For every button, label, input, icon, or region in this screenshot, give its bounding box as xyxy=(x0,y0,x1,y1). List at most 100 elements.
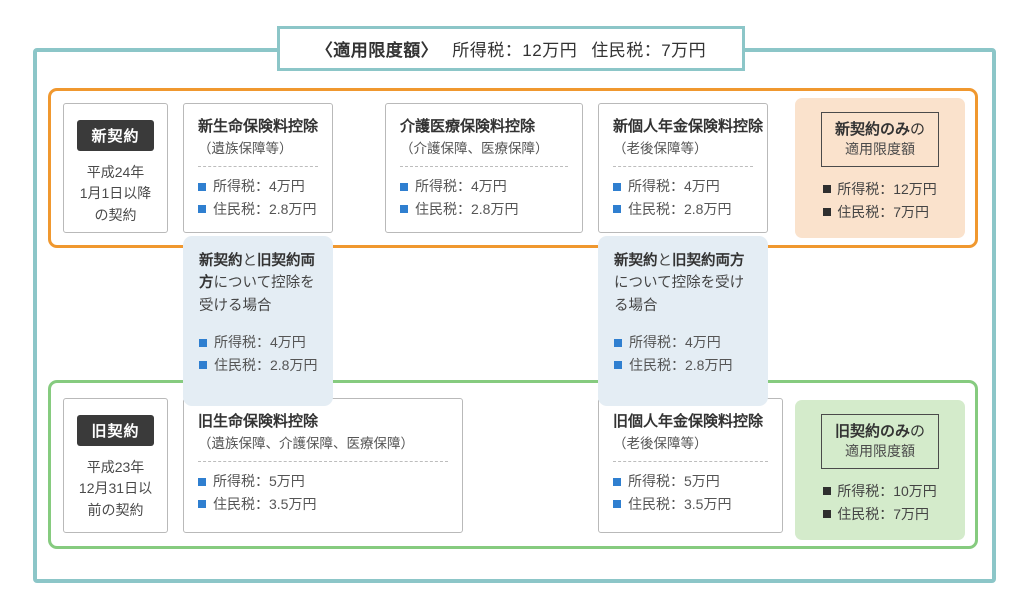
header-label: 〈適用限度額〉 xyxy=(315,41,439,60)
resident-tax-value: 住民税：2.8万円 xyxy=(415,200,519,217)
list-item: 所得税：5万円 xyxy=(613,470,768,493)
header-resident-tax: 住民税：7万円 xyxy=(591,41,707,60)
old-era-line-3: 前の契約 xyxy=(87,501,144,518)
card-new-life-insurance-deduction: 新生命保険料控除 （遺族保障等） 所得税：4万円 住民税：2.8万円 xyxy=(183,103,333,233)
bullet-square-icon xyxy=(198,205,206,214)
card-divider xyxy=(198,461,448,463)
card-divider xyxy=(613,461,768,463)
limit-heading-tail: の xyxy=(910,121,926,138)
header-income-tax: 所得税：12万円 xyxy=(452,41,578,60)
list-item: 所得税：5万円 xyxy=(198,470,448,493)
list-item: 所得税：4万円 xyxy=(613,175,753,198)
bullet-square-icon xyxy=(613,182,621,191)
card-old-personal-pension-deduction: 旧個人年金保険料控除 （老後保障等） 所得税：5万円 住民税：3.5万円 xyxy=(598,398,783,533)
old-era-line-2: 12月31日以 xyxy=(78,480,153,497)
card-divider xyxy=(198,166,318,168)
limit-heading-strong: 旧契約のみ xyxy=(834,423,910,440)
bullet-square-icon xyxy=(400,205,408,214)
new-era-line-1: 平成24年 xyxy=(86,164,145,180)
resident-tax-value: 住民税：2.8万円 xyxy=(629,357,733,374)
limit-heading-tail: の xyxy=(910,423,926,440)
limit-heading-line2: 適用限度額 xyxy=(845,442,915,459)
both-conjunction: と xyxy=(242,253,258,269)
resident-tax-value: 住民税：7万円 xyxy=(837,203,929,220)
bullet-square-icon xyxy=(613,205,621,214)
list-item: 所得税：4万円 xyxy=(400,175,568,198)
card-divider xyxy=(400,166,568,168)
bullet-square-icon xyxy=(614,361,622,370)
resident-tax-value: 住民税：2.8万円 xyxy=(628,200,732,217)
bullet-square-icon xyxy=(613,500,621,509)
bullet-square-icon xyxy=(199,361,207,370)
bullet-square-icon xyxy=(198,477,206,486)
card-title: 旧個人年金保険料控除 xyxy=(613,413,764,430)
card-title: 新個人年金保険料控除 xyxy=(613,118,764,135)
limit-heading-line2: 適用限度額 xyxy=(845,140,915,157)
bullet-square-icon xyxy=(823,208,832,217)
bullet-square-icon xyxy=(614,338,622,347)
both-tail-text: について控除を受ける場合 xyxy=(614,275,745,314)
card-new-personal-pension-deduction: 新個人年金保険料控除 （老後保障等） 所得税：4万円 住民税：2.8万円 xyxy=(598,103,768,233)
card-subtitle: （老後保障等） xyxy=(613,435,708,451)
list-item: 所得税：4万円 xyxy=(198,175,318,198)
both-old-label: 旧契約両方 xyxy=(672,253,745,269)
list-item: 住民税：2.8万円 xyxy=(400,198,568,221)
old-contract-era-card: 旧契約 平成23年 12月31日以 前の契約 xyxy=(63,398,168,533)
bullet-square-icon xyxy=(823,487,832,496)
limit-heading: 旧契約のみの 適用限度額 xyxy=(820,414,940,469)
income-tax-value: 所得税：4万円 xyxy=(629,334,721,351)
card-subtitle: （介護保障、医療保障） xyxy=(400,140,549,156)
list-item: 住民税：2.8万円 xyxy=(614,354,752,377)
bullet-square-icon xyxy=(613,477,621,486)
both-old-label: 旧契約両方 xyxy=(199,253,315,292)
list-item: 住民税：3.5万円 xyxy=(613,493,768,516)
resident-tax-value: 住民税：3.5万円 xyxy=(213,495,317,512)
new-era-line-3: の契約 xyxy=(94,206,137,223)
income-tax-value: 所得税：5万円 xyxy=(213,473,305,490)
limit-heading-strong: 新契約のみ xyxy=(834,121,910,138)
resident-tax-value: 住民税：2.8万円 xyxy=(213,200,317,217)
new-contract-era-card: 新契約 平成24年 1月1日以降 の契約 xyxy=(63,103,168,233)
card-nursing-medical-insurance-deduction: 介護医療保険料控除 （介護保障、医療保障） 所得税：4万円 住民税：2.8万円 xyxy=(385,103,583,233)
income-tax-value: 所得税：12万円 xyxy=(837,180,937,197)
bullet-square-icon xyxy=(198,182,206,191)
old-contract-only-limit-box: 旧契約のみの 適用限度額 所得税：10万円 住民税：7万円 xyxy=(795,400,965,540)
income-tax-value: 所得税：4万円 xyxy=(628,178,720,195)
old-contract-group-frame xyxy=(48,380,978,549)
income-tax-value: 所得税：4万円 xyxy=(213,178,305,195)
resident-tax-value: 住民税：7万円 xyxy=(837,505,929,522)
bullet-square-icon xyxy=(823,185,832,194)
card-old-life-insurance-deduction: 旧生命保険料控除 （遺族保障、介護保障、医療保障） 所得税：5万円 住民税：3.… xyxy=(183,398,463,533)
income-tax-value: 所得税：4万円 xyxy=(214,334,306,351)
limit-heading: 新契約のみの 適用限度額 xyxy=(820,112,940,167)
applicable-limit-header: 〈適用限度額〉 所得税：12万円 住民税：7万円 xyxy=(277,26,745,71)
both-contracts-box-life: 新契約と旧契約両方について控除を受ける場合 所得税：4万円 住民税：2.8万円 xyxy=(183,236,333,406)
new-contract-badge: 新契約 xyxy=(77,120,154,151)
both-conjunction: と xyxy=(657,253,673,269)
list-item: 所得税：10万円 xyxy=(823,480,937,503)
list-item: 所得税：4万円 xyxy=(199,331,317,354)
list-item: 住民税：2.8万円 xyxy=(199,354,317,377)
list-item: 住民税：3.5万円 xyxy=(198,493,448,516)
old-era-line-1: 平成23年 xyxy=(86,459,145,475)
income-tax-value: 所得税：4万円 xyxy=(415,178,507,195)
both-contracts-box-pension: 新契約と旧契約両方について控除を受ける場合 所得税：4万円 住民税：2.8万円 xyxy=(598,236,768,406)
bullet-square-icon xyxy=(823,510,832,519)
income-tax-value: 所得税：10万円 xyxy=(837,482,937,499)
list-item: 住民税：7万円 xyxy=(823,201,937,224)
both-contracts-description: 新契約と旧契約両方について控除を受ける場合 xyxy=(614,250,752,317)
new-contract-only-limit-box: 新契約のみの 適用限度額 所得税：12万円 住民税：7万円 xyxy=(795,98,965,238)
bullet-square-icon xyxy=(400,182,408,191)
card-divider xyxy=(613,166,753,168)
new-era-line-2: 1月1日以降 xyxy=(79,185,152,202)
card-subtitle: （遺族保障、介護保障、医療保障） xyxy=(198,435,414,451)
card-title: 旧生命保険料控除 xyxy=(198,413,319,430)
new-contract-group-frame xyxy=(48,88,978,248)
card-subtitle: （遺族保障等） xyxy=(198,140,293,156)
both-new-label: 新契約 xyxy=(199,253,243,269)
old-contract-badge: 旧契約 xyxy=(77,415,154,446)
list-item: 住民税：2.8万円 xyxy=(613,198,753,221)
list-item: 所得税：4万円 xyxy=(614,331,752,354)
both-contracts-description: 新契約と旧契約両方について控除を受ける場合 xyxy=(199,250,317,317)
